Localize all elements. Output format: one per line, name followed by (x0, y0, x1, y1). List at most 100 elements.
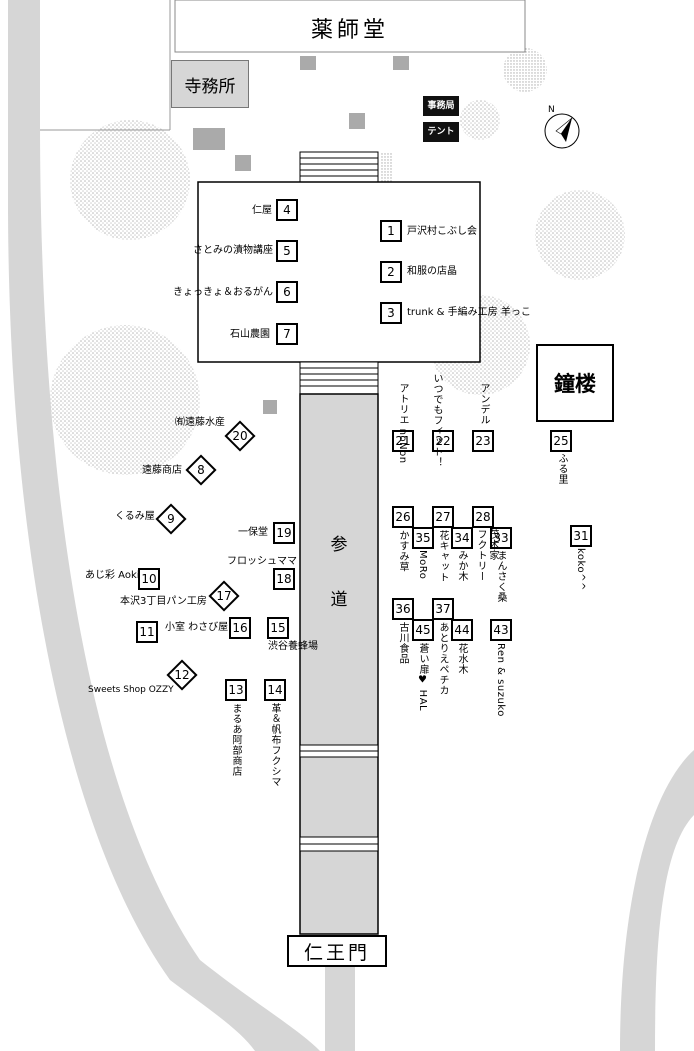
booth-15-label: 渋谷養蜂場 (268, 641, 318, 652)
plaza (197, 181, 481, 363)
booth-1: 1 (380, 220, 402, 242)
booth-13: 13 (225, 679, 247, 701)
compass-icon (544, 113, 580, 149)
booth-5: 5 (276, 240, 298, 262)
booth-23-label: アンデル (478, 383, 489, 425)
booth-43-label: Ren & suzuko (495, 643, 506, 717)
tent-line1: 事務局 (423, 96, 459, 116)
booth-19-label: 一保堂 (238, 527, 268, 538)
booth-34-label: みか木 (456, 550, 467, 582)
booth-23: 23 (472, 430, 494, 452)
tent-line2: テント (423, 122, 459, 142)
booth-28: 28 (472, 506, 494, 528)
booth-10-label: あじ彩 Aoki (85, 570, 140, 581)
booth-17-number: 17 (216, 589, 232, 603)
booth-14: 14 (264, 679, 286, 701)
booth-16: 16 (229, 617, 251, 639)
booth-36: 36 (392, 598, 414, 620)
shrub (380, 152, 392, 182)
stone-lantern (393, 56, 409, 70)
booth-2: 2 (380, 261, 402, 283)
booth-37: 37 (432, 598, 454, 620)
booth-2-label: 和服の店晶 (407, 266, 457, 277)
booth-6: 6 (276, 281, 298, 303)
tree-shade (70, 120, 190, 240)
booth-36-label: 古川食品 (397, 622, 408, 664)
booth-21-label: アトリエ noNon (397, 383, 408, 464)
booth-37-label: あとりえペチカ (437, 622, 448, 696)
yakushido-label: 薬師堂 (310, 18, 389, 43)
booth-25-label: ふる里 (556, 453, 567, 485)
booth-35: 35 (412, 527, 434, 549)
niomon-gate: 仁王門 (287, 935, 387, 967)
booth-18: 18 (273, 568, 295, 590)
booth-43: 43 (490, 619, 512, 641)
sando-label-1: 参 (330, 534, 348, 555)
booth-9-number: 9 (167, 512, 175, 526)
booth-33-label: まんさく桑 (495, 550, 506, 603)
booth-22-label: いつでもフィット！ (431, 373, 442, 468)
booth-27: 27 (432, 506, 454, 528)
booth-35-label: MoRo (417, 550, 428, 580)
stone-lantern (193, 128, 225, 150)
tree-shade (535, 190, 625, 280)
road-south (325, 960, 355, 1051)
booth-25: 25 (550, 430, 572, 452)
booth-5-label: さとみの漬物講座 (193, 245, 273, 256)
stone-lantern (235, 155, 251, 171)
fukutory-label: フクトリー (475, 529, 486, 582)
tree-shade (503, 48, 547, 92)
shoro-label: 鐘楼 (554, 371, 596, 396)
booth-4-label: 仁屋 (252, 205, 272, 216)
booth-31: 31 (570, 525, 592, 547)
middle-stairs (299, 361, 379, 395)
booth-14-label: 革＆帆布フクシマ (269, 703, 280, 787)
booth-31-label: koko^^ (575, 548, 586, 591)
booth-7: 7 (276, 323, 298, 345)
booth-8-number: 8 (197, 463, 205, 477)
booth-11: 11 (136, 621, 158, 643)
booth-13-label: まるあ阿部商店 (230, 703, 241, 777)
jimusho-building: 寺務所 (171, 60, 249, 108)
booth-6-label: きょっきょ＆おるがん (173, 287, 273, 298)
booth-18-label: フロッシュママ (227, 556, 297, 567)
booth-16-label: 小室 わさび屋 (165, 622, 229, 633)
booth-26-label: かすみ草 (397, 530, 408, 572)
sando-label-2: 道 (330, 589, 348, 610)
north-label: N (548, 105, 555, 115)
booth-1-label: 戸沢村こぶし会 (407, 226, 477, 237)
tree-shade (50, 325, 200, 475)
booth-10: 10 (138, 568, 160, 590)
stone-lantern (263, 400, 277, 414)
road-west (8, 0, 320, 1051)
booth-45: 45 (412, 619, 434, 641)
booth-3-label: trunk & 手編み工房 羊っこ (407, 307, 531, 318)
booth-12-number: 12 (174, 668, 190, 682)
booth-17-label: 本沢3丁目パン工房 (120, 596, 207, 607)
booth-15: 15 (267, 617, 289, 639)
booth-34: 34 (451, 527, 473, 549)
road-east (620, 750, 694, 1051)
booth-21: 21 (392, 430, 414, 452)
booth-10-number: 10 (141, 572, 157, 586)
booth-9-label: くるみ屋 (115, 511, 155, 522)
booth-28-label: 茂木家 (487, 529, 498, 561)
booth-3: 3 (380, 302, 402, 324)
yakushido-building (174, 0, 526, 53)
upper-stairs (299, 151, 379, 183)
stone-lantern (300, 56, 316, 70)
booth-20-number: 20 (232, 429, 248, 443)
booth-7-label: 石山農園 (230, 329, 270, 340)
booth-20-label: ㈲遠藤水産 (175, 417, 225, 428)
booth-45-label: 蒼い扉♥ HAL (417, 643, 428, 712)
booth-12-label: Sweets Shop OZZY (88, 685, 174, 695)
shoro-building (536, 344, 614, 422)
stone-lantern (349, 113, 365, 129)
sando-path (299, 393, 379, 935)
booth-19: 19 (273, 522, 295, 544)
booth-44: 44 (451, 619, 473, 641)
booth-8-label: 遠藤商店 (142, 465, 182, 476)
booth-22: 22 (432, 430, 454, 452)
